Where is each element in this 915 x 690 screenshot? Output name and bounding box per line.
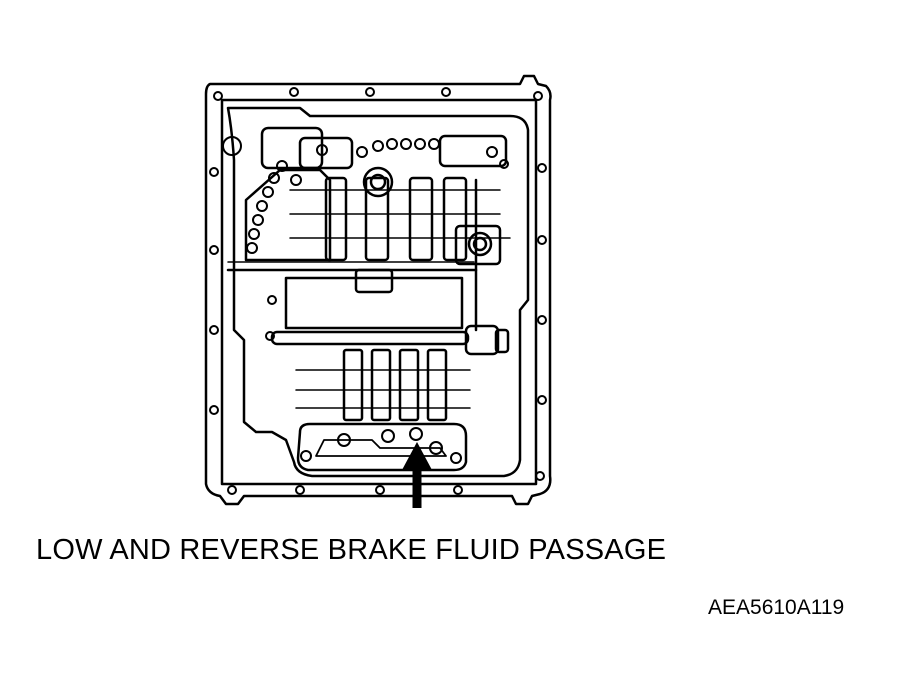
upper-channel-block	[260, 126, 324, 170]
figure-caption: LOW AND REVERSE BRAKE FLUID PASSAGE	[36, 534, 667, 566]
solenoid-block	[454, 224, 502, 266]
lower-passage	[296, 422, 468, 472]
spool-rod	[270, 330, 470, 346]
valve-slot	[324, 176, 348, 262]
pointer-arrow	[402, 442, 432, 508]
figure-code: AEA5610A119	[708, 596, 845, 619]
fluid-passage-hole	[337, 433, 351, 447]
valve-body-outline	[226, 106, 530, 478]
lower-plate	[342, 348, 364, 422]
pan-inner-flange	[220, 98, 538, 486]
pan-outer-flange	[204, 74, 552, 506]
center-bolt	[362, 166, 394, 198]
